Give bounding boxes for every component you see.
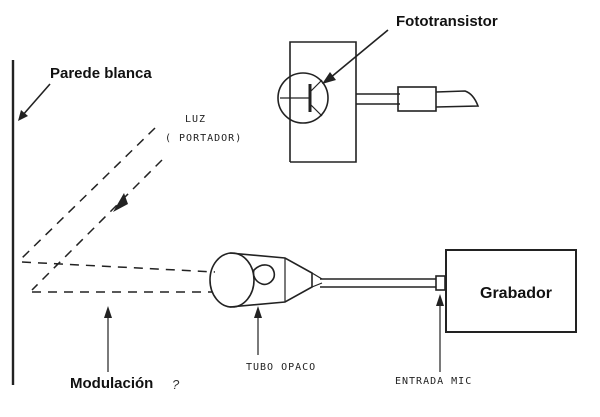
phototransistor-symbol (277, 72, 329, 124)
portador-label: ( PORTADOR) (165, 133, 242, 144)
recorder-box (445, 249, 577, 333)
tube-arrow (254, 306, 262, 355)
light-beam-incoming (21, 127, 163, 291)
modulation-question: ? (172, 377, 180, 392)
cable (320, 278, 436, 288)
light-direction-arrow (113, 193, 128, 212)
fototransistor-label: Fototransistor (396, 13, 498, 30)
light-beam-to-tube (21, 261, 216, 293)
fototransistor-arrow (322, 29, 389, 84)
phototransistor-module (277, 41, 480, 163)
modulation-arrow (104, 306, 112, 372)
mic-input-arrow (436, 294, 444, 372)
recorder-label: Grabador (480, 285, 552, 302)
luz-label: LUZ (185, 114, 206, 125)
wall-arrow (18, 83, 51, 121)
mic-plug (435, 275, 446, 291)
mic-input-label: ENTRADA MIC (395, 376, 472, 387)
opaque-tube (209, 252, 323, 308)
wall-label: Parede blanca (50, 65, 152, 82)
modulation-label: Modulación (70, 375, 153, 392)
phototransistor-connector (397, 86, 437, 112)
tube-label: TUBO OPACO (246, 362, 316, 373)
